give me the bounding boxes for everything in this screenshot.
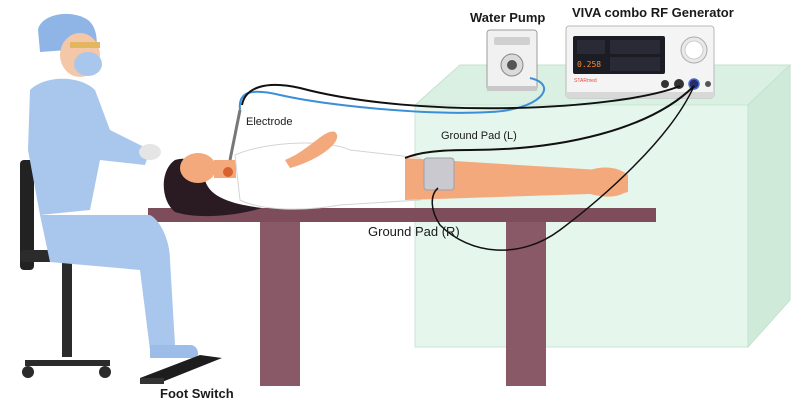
foot-switch-label: Foot Switch (160, 386, 234, 401)
physician-figure (20, 13, 198, 378)
ground-pad-left-label: Ground Pad (L) (441, 130, 517, 142)
electrode-label: Electrode (246, 116, 293, 128)
rf-generator-device (565, 25, 715, 99)
generator-label: VIVA combo RF Generator (572, 5, 734, 20)
connection-lines (228, 77, 695, 251)
ground-pad-right-label: Ground Pad (R) (368, 224, 460, 239)
foot-switch-device (140, 355, 222, 384)
generator-display-readout: 0.258 (577, 60, 602, 69)
water-pump-device (486, 29, 538, 91)
equipment-cabinet (413, 63, 792, 349)
patient-figure (163, 131, 628, 217)
generator-brand-text: STARmed (574, 78, 597, 84)
water-pump-label: Water Pump (470, 10, 546, 25)
